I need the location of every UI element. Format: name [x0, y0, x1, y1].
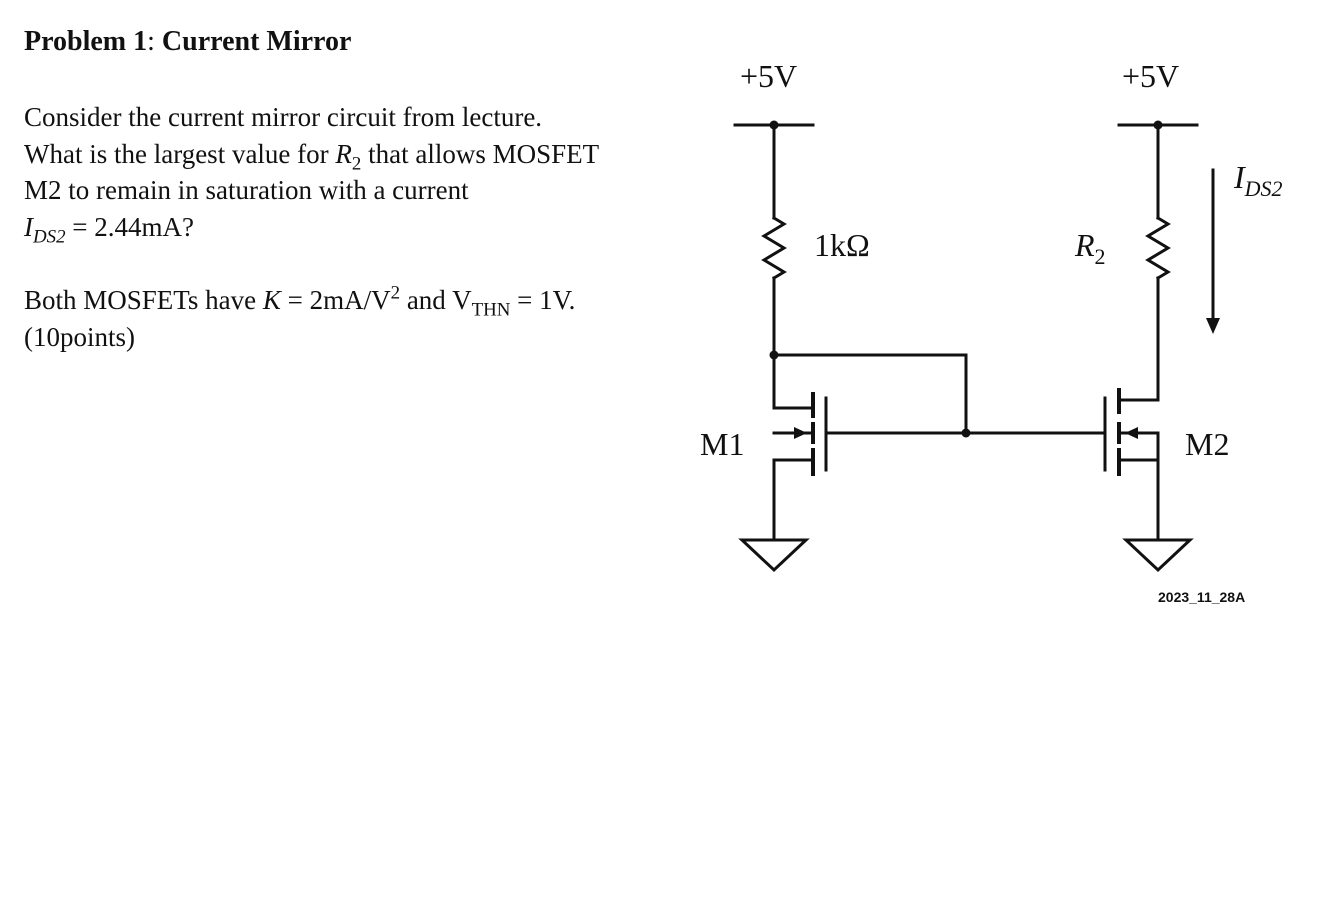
parameters-line-1: Both MOSFETs have K = 2mA/V2 and VTHN = … [24, 282, 576, 321]
current-label: IDS2 [1233, 159, 1283, 201]
diagram-id-tag: 2023_11_28A [1158, 589, 1245, 605]
current-arrow-head-icon [1206, 318, 1220, 334]
ground-left-icon [738, 538, 810, 573]
transistor-m2 [1103, 388, 1160, 542]
parameters-paragraph: Both MOSFETs have K = 2mA/V2 and VTHN = … [24, 282, 575, 355]
ground-right-icon [1122, 538, 1194, 573]
question-line-2: What is the largest value for R2 that al… [24, 138, 600, 175]
resistor-r2 [1145, 215, 1171, 281]
question-line-1: Consider the current mirror circuit from… [24, 102, 543, 132]
m1-label: M1 [700, 426, 744, 462]
m2-label: M2 [1185, 426, 1229, 462]
r2-label: R2 [1074, 227, 1106, 269]
question-line-4: IDS2 = 2.44mA? [24, 211, 195, 248]
parameters-line-2: (10points) [24, 321, 135, 352]
question-line-3: M2 to remain in saturation with a curren… [24, 175, 469, 205]
supply-label-right: +5V [1122, 58, 1179, 94]
problem-title: Problem 1: Current Mirror [24, 26, 352, 57]
question-paragraph: Consider the current mirror circuit from… [24, 99, 600, 248]
supply-label-left: +5V [740, 58, 797, 94]
resistor-r1 [761, 215, 787, 281]
r1-value-label: 1kΩ [814, 227, 870, 263]
transistor-m1 [772, 353, 828, 542]
